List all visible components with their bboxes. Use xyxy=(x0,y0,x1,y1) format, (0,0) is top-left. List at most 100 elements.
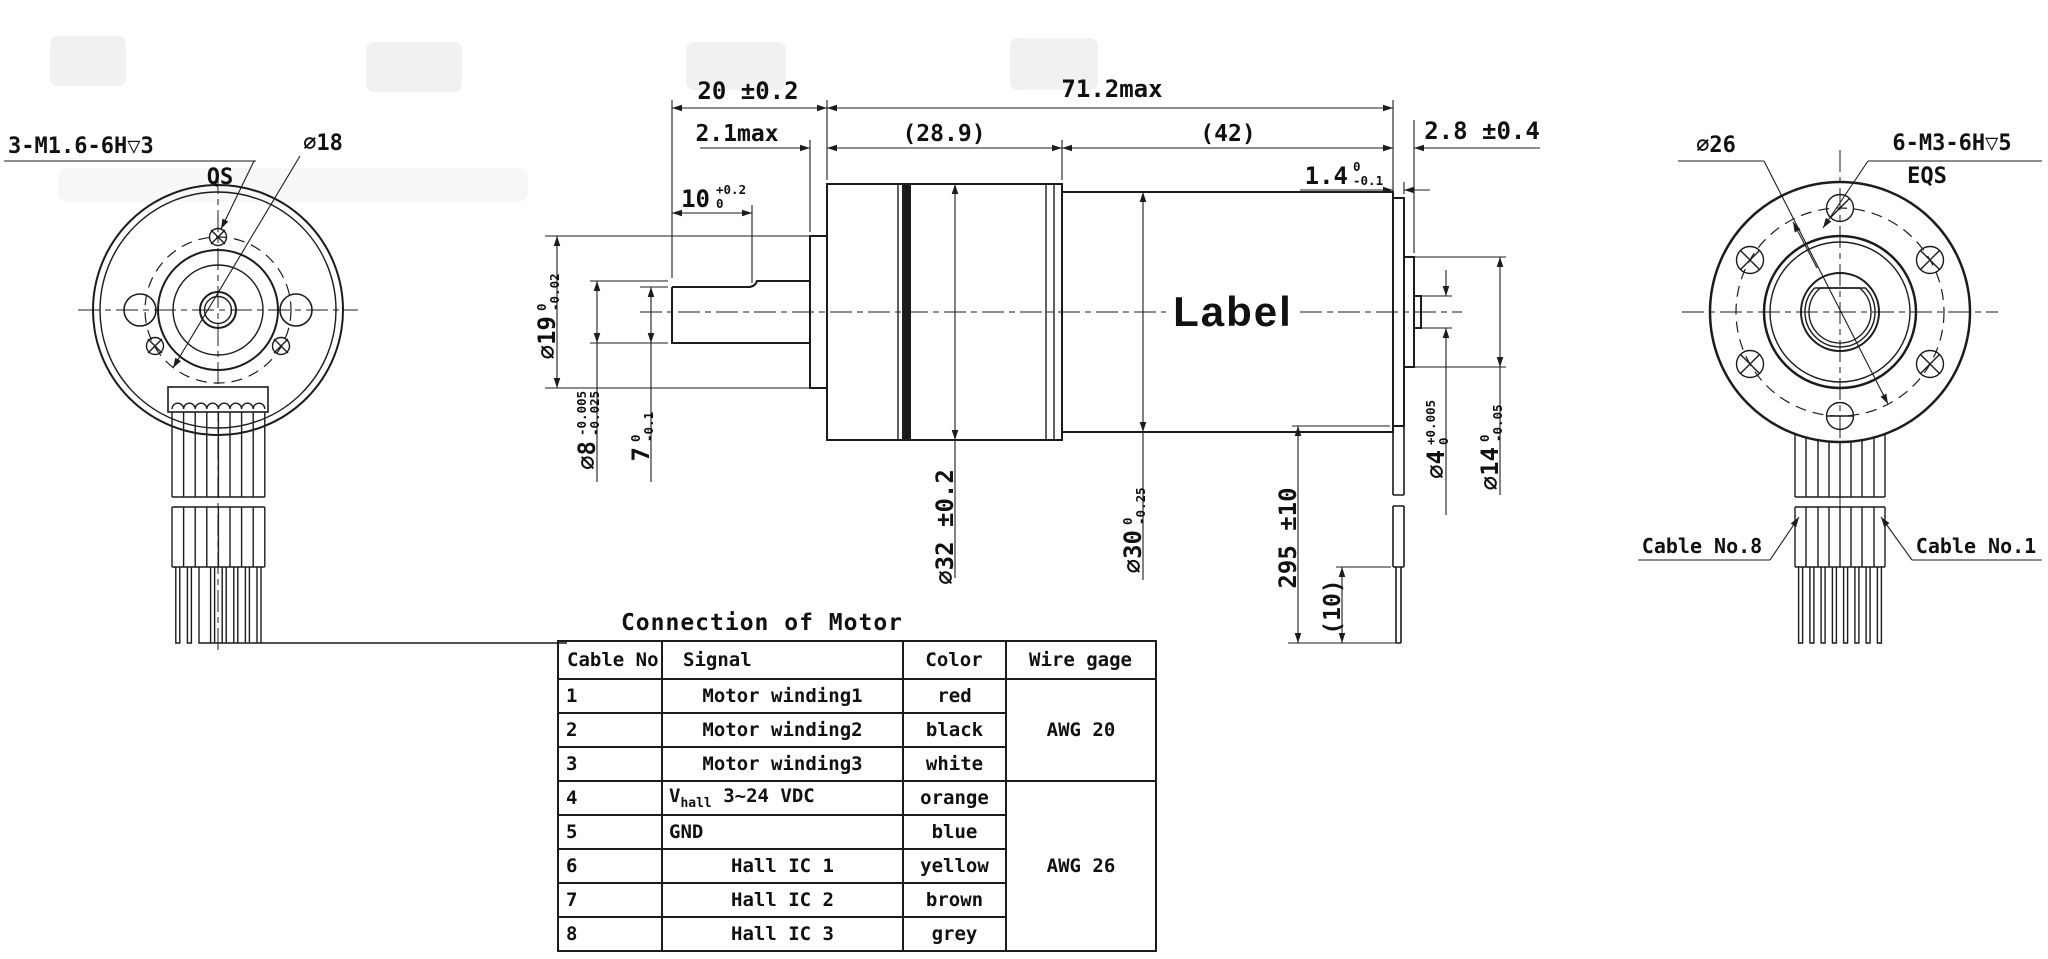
dim-dia32: ∅32 ±0.2 xyxy=(931,469,959,585)
left-boss-circle xyxy=(157,249,279,371)
svg-text:∅30: ∅30 xyxy=(1119,530,1147,573)
gearbox-joint-band xyxy=(902,184,911,440)
left-side-hole-1 xyxy=(123,293,157,327)
dim-dia30: ∅30 0 -0.25 xyxy=(1119,487,1148,573)
svg-text:-0.02: -0.02 xyxy=(547,273,562,311)
side-cable xyxy=(1392,426,1405,644)
right-bore-flat-2 xyxy=(1808,287,1872,344)
svg-text:-0.005: -0.005 xyxy=(574,391,589,436)
left-bolt-circle-dia: ∅18 xyxy=(303,131,343,156)
left-thread-leader xyxy=(220,160,255,230)
svg-text:1.4: 1.4 xyxy=(1305,162,1348,190)
left-side-hole-2 xyxy=(279,293,313,327)
dim-7: 7 0 -0.1 xyxy=(627,412,656,462)
table-row: 2 Motor winding2 black xyxy=(557,712,1156,748)
cable-no8-label: Cable No.8 xyxy=(1642,534,1762,558)
svg-text:∅32 ±0.2: ∅32 ±0.2 xyxy=(931,469,959,585)
right-boss-circle xyxy=(1762,234,1918,390)
right-dia26-leader xyxy=(1763,160,1889,405)
table-row: 1 Motor winding1 red AWG 20 xyxy=(557,678,1157,782)
side-dimension-lines xyxy=(553,104,1540,643)
svg-text:7: 7 xyxy=(627,447,655,461)
side-view: Label xyxy=(533,75,1540,644)
left-end-view: 3-M1.6-6H▽3 QS ∅18 xyxy=(4,131,567,650)
table-row: 6 Hall IC 1 yellow xyxy=(557,848,1156,884)
svg-text:0: 0 xyxy=(1477,434,1492,442)
dim-dia4: ∅4 +0.005 0 xyxy=(1422,400,1451,479)
svg-text:0: 0 xyxy=(1120,517,1135,525)
cable-no1-label: Cable No.1 xyxy=(1916,534,2036,558)
right-thread-leader xyxy=(1822,160,1869,229)
dim-295: 295 ±10 xyxy=(1274,487,1302,588)
left-screw-holes xyxy=(145,227,291,356)
svg-text:-0.05: -0.05 xyxy=(1490,404,1505,442)
svg-text:0: 0 xyxy=(534,303,549,311)
table-row: 8 Hall IC 3 grey xyxy=(557,916,1156,952)
left-thread-callout-line2: QS xyxy=(207,165,234,190)
svg-text:-0.25: -0.25 xyxy=(1133,487,1148,525)
right-cable-bundle xyxy=(1794,434,1886,644)
svg-text:0: 0 xyxy=(628,434,643,442)
svg-text:0: 0 xyxy=(1353,159,1361,174)
col-header-signal: Signal xyxy=(661,640,904,680)
dim-dia8: ∅8 -0.005 -0.025 xyxy=(573,391,602,470)
dim-dia19: ∅19 0 -0.02 xyxy=(533,273,562,359)
left-shaft-hole-inner xyxy=(203,295,233,325)
table-row: 7 Hall IC 2 brown xyxy=(557,882,1156,918)
table-header-row: Cable No. Signal Color Wire gage xyxy=(557,640,1157,680)
connection-table-section: Connection of Motor Cable No. Signal Col… xyxy=(557,610,1157,952)
right-shaft-bore xyxy=(1800,272,1880,352)
cable-no8-leader xyxy=(1769,516,1800,561)
right-boss-circle-2 xyxy=(1769,241,1911,383)
output-shaft xyxy=(671,280,810,344)
table-row: 4 Vhall 3~24 VDC orange AWG 26 xyxy=(557,780,1157,952)
wire-gage-awg20: AWG 20 xyxy=(1005,678,1157,782)
cable-no1-leader xyxy=(1880,516,1913,561)
signal-vhall-cell: Vhall 3~24 VDC xyxy=(661,780,904,816)
right-thread-callout-line2: EQS xyxy=(1907,164,1947,189)
left-dia18-leader xyxy=(172,155,301,369)
col-header-cable-no: Cable No. xyxy=(557,640,663,680)
svg-text:∅4: ∅4 xyxy=(1422,450,1450,479)
svg-text:∅8: ∅8 xyxy=(573,441,601,470)
dim-10: 10 +0.2 0 xyxy=(681,182,746,213)
svg-text:0: 0 xyxy=(716,196,724,211)
right-thread-callout: 6-M3-6H▽5 xyxy=(1892,131,2011,156)
dim-28-9: (28.9) xyxy=(902,121,985,147)
col-header-color: Color xyxy=(902,640,1007,680)
col-header-wire-gage: Wire gage xyxy=(1005,640,1157,680)
svg-text:(10): (10) xyxy=(1320,579,1346,634)
motor-label-text: Label xyxy=(1173,288,1293,335)
left-inner-circle xyxy=(172,264,264,356)
left-cable-bundle xyxy=(167,386,567,644)
right-screw-holes xyxy=(1735,193,1945,431)
table-row: 3 Motor winding3 white xyxy=(557,746,1156,782)
connection-table-title: Connection of Motor xyxy=(620,610,904,636)
svg-text:∅14: ∅14 xyxy=(1476,447,1504,490)
dim-2-1max: 2.1max xyxy=(695,121,778,147)
dim-10-paren: (10) xyxy=(1320,579,1346,634)
svg-text:-0.1: -0.1 xyxy=(1353,173,1383,188)
left-thread-callout: 3-M1.6-6H▽3 xyxy=(8,134,154,159)
svg-text:0: 0 xyxy=(1436,437,1451,445)
dim-dia14: ∅14 0 -0.05 xyxy=(1476,404,1505,490)
right-end-view: ∅26 6-M3-6H▽5 EQS Cable No.8 Cable No.1 xyxy=(1638,131,2042,644)
right-bore-flat-1 xyxy=(1804,287,1876,348)
svg-text:∅19: ∅19 xyxy=(533,316,561,359)
connection-table: Cable No. Signal Color Wire gage 1 Motor… xyxy=(557,640,1157,952)
wire-gage-awg26: AWG 26 xyxy=(1005,780,1157,952)
svg-text:10: 10 xyxy=(681,185,710,213)
svg-text:-0.1: -0.1 xyxy=(641,412,656,442)
right-bolt-circle-dia: ∅26 xyxy=(1696,133,1736,158)
svg-text:+0.2: +0.2 xyxy=(716,182,746,197)
right-dia26-leader-arrow2 xyxy=(1792,221,1818,269)
dim-1-4: 1.4 0 -0.1 xyxy=(1305,159,1383,190)
dim-71-2max: 71.2max xyxy=(1061,75,1162,103)
dim-20: 20 ±0.2 xyxy=(697,77,798,105)
svg-text:+0.005: +0.005 xyxy=(1423,400,1438,445)
svg-text:-0.025: -0.025 xyxy=(587,391,602,436)
table-row: 5 GND blue xyxy=(557,814,1156,850)
dim-2-8: 2.8 ±0.4 xyxy=(1424,117,1540,145)
